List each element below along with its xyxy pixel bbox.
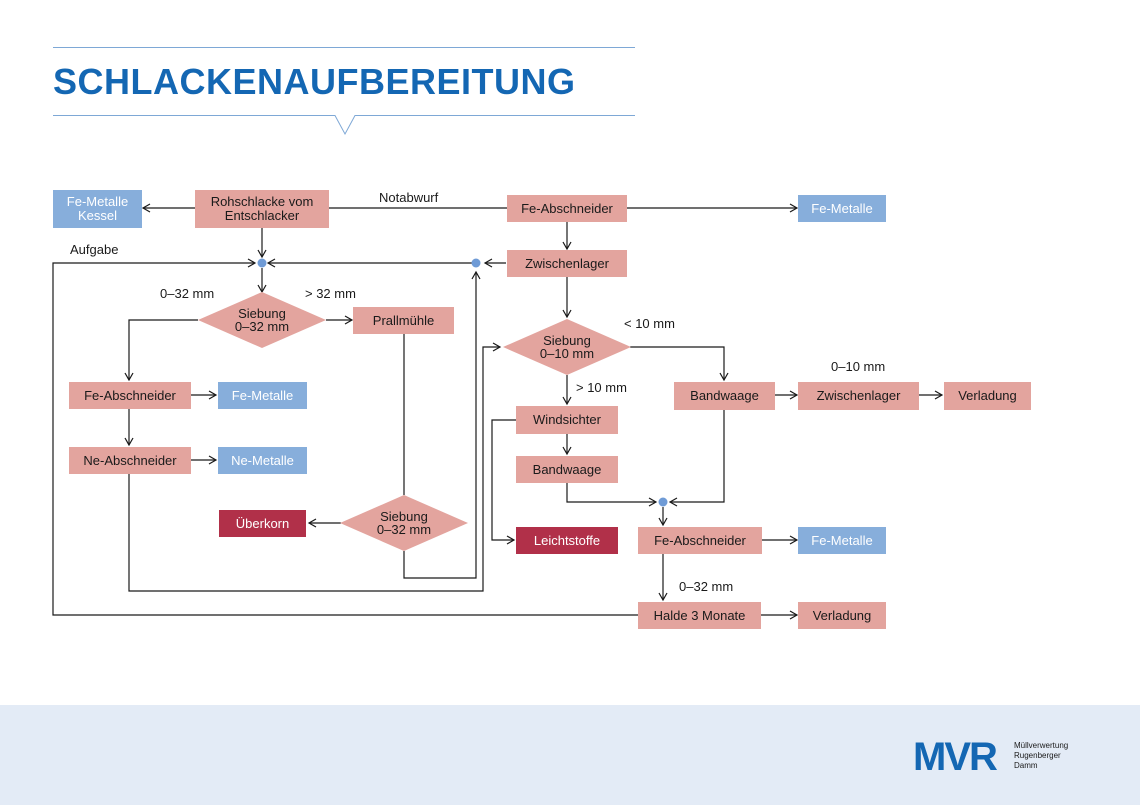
siebung-left-diamond	[198, 292, 326, 348]
edge-neab-siebung-mid	[128, 342, 502, 592]
node-fe-abschneider-left: Fe-Abschneider	[69, 382, 191, 409]
company-line-3: Damm	[1014, 761, 1038, 770]
node-fe-metalle-top: Fe-Metalle	[798, 195, 886, 222]
siebung-mid-diamond	[503, 319, 631, 375]
node-halde: Halde 3 Monate	[638, 602, 761, 629]
title-block	[53, 44, 635, 140]
edge-aufgabe-loop	[52, 258, 638, 616]
node-prallmuehle: Prallmühle	[353, 307, 454, 334]
label-bottom-0-32: 0–32 mm	[679, 579, 734, 594]
label-left-0-32: 0–32 mm	[160, 286, 215, 301]
node-bandwaage-right: Bandwaage	[674, 382, 775, 410]
label-gt32: > 32 mm	[305, 286, 356, 301]
node-zwischenlager-right: Zwischenlager	[798, 382, 919, 410]
node-verladung-bottom: Verladung	[798, 602, 886, 629]
node-fe-abschneider-bottom: Fe-Abschneider	[638, 527, 762, 554]
mvr-logo: MVR	[913, 735, 998, 779]
label-notabwurf: Notabwurf	[379, 190, 439, 205]
footer	[0, 705, 1140, 805]
node-zwischenlager-top: Zwischenlager	[507, 250, 627, 277]
node-verladung-right: Verladung	[944, 382, 1031, 410]
edge-siebung-bandwaage-right	[630, 346, 729, 382]
edge-siebung-feab-left	[124, 319, 198, 382]
edge-siebung-bottom-junction2	[403, 270, 481, 579]
label-lt10: < 10 mm	[624, 316, 675, 331]
node-windsichter: Windsichter	[516, 406, 618, 434]
node-fe-metalle-left: Fe-Metalle	[218, 382, 307, 409]
edge-bandwaage-junction3	[566, 483, 658, 507]
node-leichtstoffe: Leichtstoffe	[516, 527, 618, 554]
node-ueberkorn: Überkorn	[219, 510, 306, 537]
node-rohschlacke: Rohschlacke vom Entschlacker	[195, 190, 329, 228]
node-siebung-mid: Siebung 0–10 mm	[539, 333, 595, 361]
company-line-2: Rugenberger	[1014, 751, 1061, 760]
siebung-bottom-diamond	[340, 495, 468, 551]
junction-dot-1	[257, 258, 267, 268]
label-aufgabe: Aufgabe	[70, 242, 119, 257]
node-fe-abschneider-top: Fe-Abschneider	[507, 195, 627, 222]
node-siebung-bottom: Siebung 0–32 mm	[376, 509, 432, 537]
edge-bandwaage-right-junction3	[668, 410, 725, 507]
node-ne-abschneider: Ne-Abschneider	[69, 447, 191, 474]
edge-windsichter-leicht	[491, 419, 516, 545]
junction-dot-3	[658, 497, 668, 507]
company-name: Müllverwertung Rugenberger Damm	[1014, 741, 1068, 771]
junction-dot-2	[471, 258, 481, 268]
node-siebung-left: Siebung 0–32 mm	[234, 306, 290, 334]
label-gt10: > 10 mm	[576, 380, 627, 395]
label-0-10: 0–10 mm	[831, 359, 886, 374]
node-ne-metalle: Ne-Metalle	[218, 447, 307, 474]
title-frame	[53, 47, 635, 136]
node-fe-metalle-bottom: Fe-Metalle	[798, 527, 886, 554]
page-title: SCHLACKENAUFBEREITUNG	[53, 61, 576, 102]
company-line-1: Müllverwertung	[1014, 741, 1069, 750]
node-fe-metalle-kessel: Fe-Metalle Kessel	[53, 190, 142, 228]
node-bandwaage-mid: Bandwaage	[516, 456, 618, 483]
